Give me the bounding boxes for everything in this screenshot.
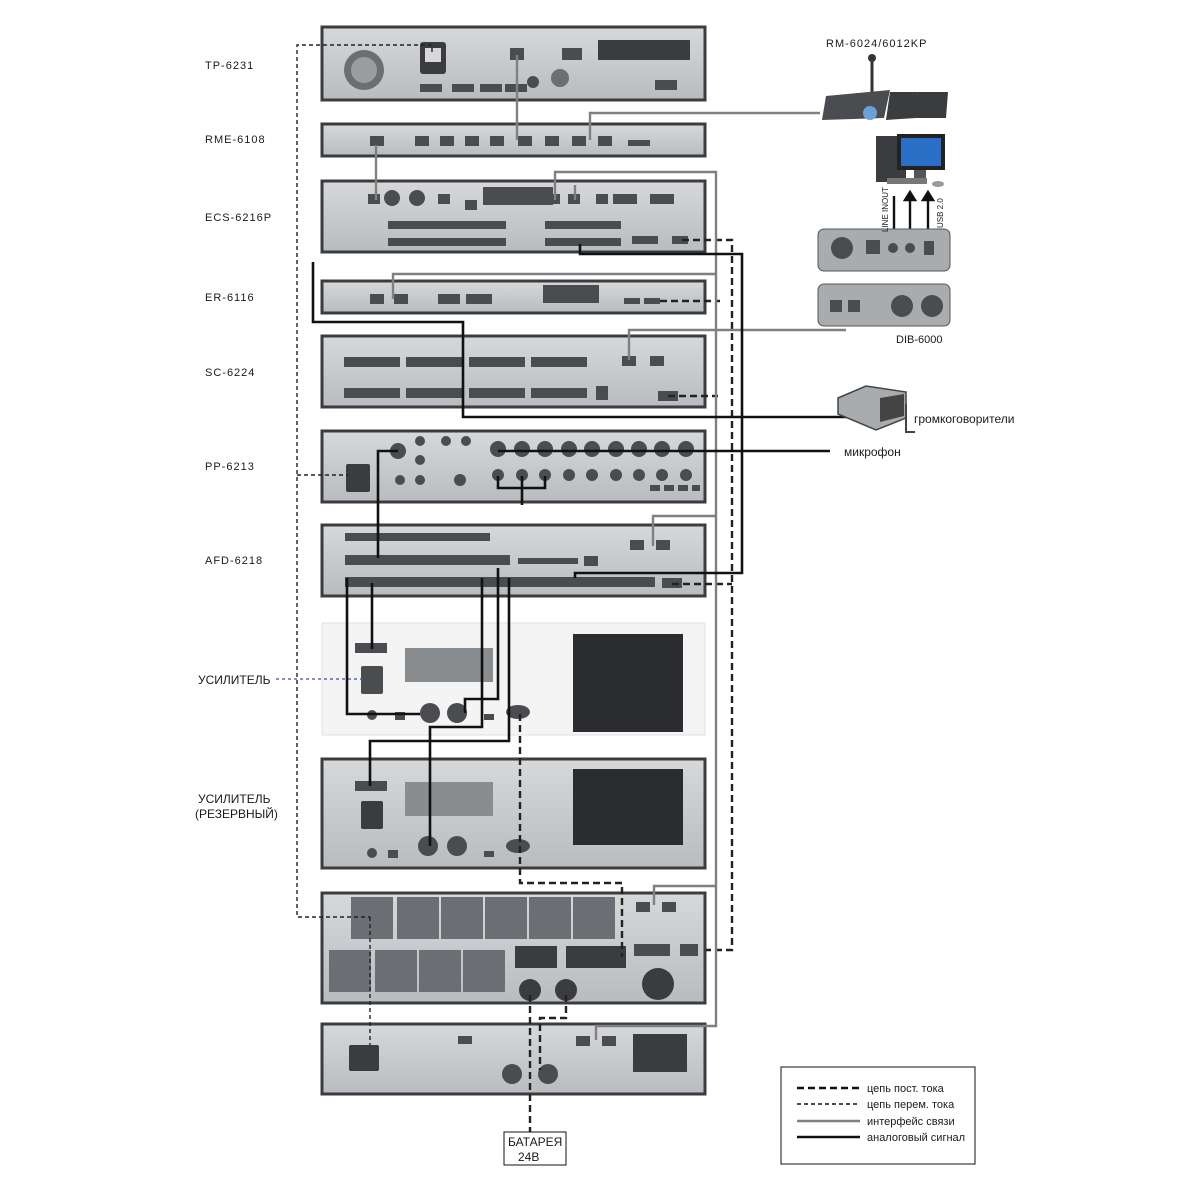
unit-er-6116 (320, 279, 707, 315)
battery-label-2: 24В (518, 1150, 539, 1164)
label-usb: USB 2.0 (936, 198, 945, 228)
label-rme-6108: RME-6108 (205, 134, 266, 146)
speaker-icon (837, 385, 915, 433)
label-amplifier-reserve: УСИЛИТЕЛЬ (198, 792, 271, 806)
label-speakers: громкоговорители (914, 412, 1014, 426)
label-ecs-6216p: ECS-6216P (205, 212, 272, 224)
label-pp-6213: PP-6213 (205, 461, 255, 473)
computer (876, 134, 945, 187)
label-sc-6224: SC-6224 (205, 367, 255, 379)
device-labels: TP-6231 RME-6108 ECS-6216P ER-6116 SC-62… (195, 60, 278, 821)
label-afd-6218: AFD-6218 (205, 555, 263, 567)
legend-dc: цепь пост. тока (867, 1083, 945, 1095)
remote-mic-console (822, 54, 948, 120)
dib-6000-units (817, 228, 951, 327)
label-microphone: микрофон (844, 445, 901, 459)
label-line-input: LINE INOUT (881, 187, 890, 232)
battery-label-1: БАТАРЕЯ (508, 1135, 562, 1149)
label-dib-6000: DIB-6000 (896, 334, 942, 346)
legend-ac: цепь перем. тока (867, 1099, 955, 1111)
battery-box (503, 1131, 567, 1166)
legend-comm: интерфейс связи (867, 1116, 955, 1128)
label-er-6116: ER-6116 (205, 292, 255, 304)
label-amplifier-reserve-note: (РЕЗЕРВНЫЙ) (195, 806, 278, 821)
legend (780, 1066, 976, 1165)
label-tp-6231: TP-6231 (205, 60, 254, 72)
label-remote-mic: RM-6024/6012KP (826, 38, 927, 50)
label-amplifier: УСИЛИТЕЛЬ (198, 673, 271, 687)
unit-pp-6213 (320, 429, 707, 504)
legend-analog: аналоговый сигнал (867, 1132, 965, 1144)
